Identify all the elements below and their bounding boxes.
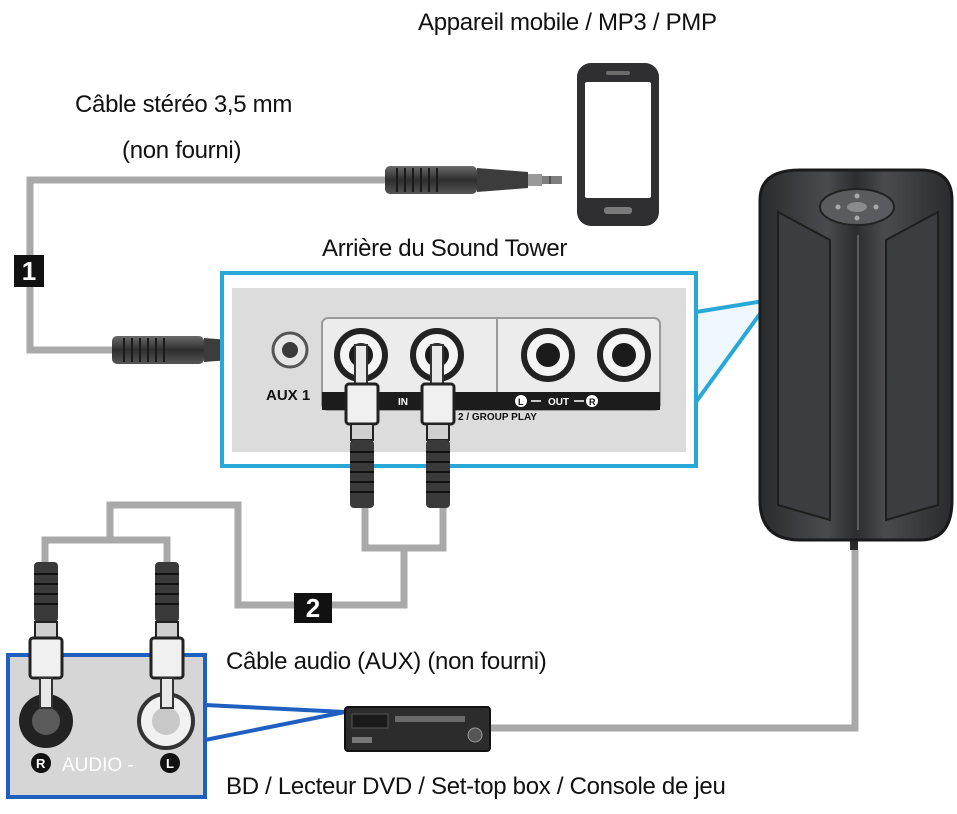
group-play-label: 2 / GROUP PLAY: [458, 412, 537, 423]
stereo-cable-label-line1: Câble stéréo 3,5 mm: [75, 91, 293, 118]
source-jack-l: [137, 692, 195, 750]
rca-plug-source-right: [149, 562, 185, 709]
speaker-power-cable: [490, 550, 859, 732]
source-l-marker: L: [166, 756, 174, 771]
aux-cable-main: [106, 501, 408, 609]
out-left-marker: L: [518, 397, 524, 407]
out-right-marker: R: [589, 397, 596, 407]
aux-cable-label: Câble audio (AUX) (non fourni): [226, 648, 547, 675]
source-audio-text: AUDIO -: [62, 755, 134, 776]
source-audio-label: R AUDIO - L: [31, 753, 180, 776]
dvd-player-icon: [344, 706, 491, 752]
source-devices-label: BD / Lecteur DVD / Set-top box / Console…: [226, 773, 726, 800]
source-jack-r: [19, 694, 73, 748]
aux1-label: AUX 1: [266, 387, 310, 404]
smartphone-icon: [577, 63, 659, 226]
step-badge-2: 2: [294, 593, 332, 623]
aux-cable-top: [361, 508, 447, 552]
source-r-marker: R: [36, 756, 46, 771]
out-jack-left: [521, 328, 575, 382]
out-jack-right: [597, 328, 651, 382]
step-badge-1: 1: [14, 255, 44, 287]
in-label: IN: [398, 397, 408, 408]
rca-plug-panel-left: [344, 344, 380, 508]
jack-label-bar: [322, 392, 660, 410]
rear-panel-title: Arrière du Sound Tower: [322, 235, 568, 262]
out-label: OUT: [548, 397, 569, 408]
rca-plug-source-left: [28, 562, 64, 709]
stereo-plug-phone: [385, 166, 562, 194]
stereo-cable-label-line2: (non fourni): [122, 137, 242, 164]
aux-cable-bottom: [41, 536, 171, 565]
mobile-device-label: Appareil mobile / MP3 / PMP: [418, 9, 717, 36]
speaker-tower-icon: [758, 168, 954, 550]
rca-plug-panel-right: [420, 344, 456, 508]
aux1-jack: [271, 331, 309, 369]
source-callout-pointer: [203, 703, 347, 742]
out-label-group: L OUT R: [515, 395, 598, 408]
